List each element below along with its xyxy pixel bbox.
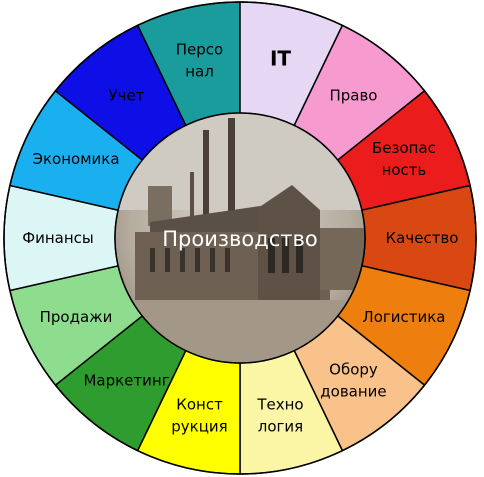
sector-label-11-line-0: Финансы [22,229,94,247]
sector-label-3-line-0: Безопас [372,139,436,157]
sector-label-13-line-0: Учет [109,87,145,105]
sector-label-8-line-1: рукция [171,417,227,435]
sector-label-8-line-0: Конст [176,395,223,413]
sector-label-0-line-0: Персо [176,41,223,59]
sector-label-3-line-1: ность [382,161,427,179]
sector-label-2-line-0: Право [329,87,377,105]
sector-label-9-line-0: Маркетинг [83,371,169,389]
sector-label-7-line-1: логия [258,417,303,435]
sector-label-12-line-0: Экономика [33,150,120,168]
sector-label-5-line-0: Логистика [362,308,445,326]
sector-label-10-line-0: Продажи [40,308,113,326]
sector-label-4-line-0: Качество [386,229,459,247]
sector-label-6-line-1: дование [320,382,386,400]
center-label: Производство [162,227,318,251]
sector-label-1-line-0: IT [270,47,291,71]
sector-label-6-line-0: Обору [329,360,378,378]
sector-label-0-line-1: нал [185,63,214,81]
sector-label-7-line-0: Техно [256,395,303,413]
